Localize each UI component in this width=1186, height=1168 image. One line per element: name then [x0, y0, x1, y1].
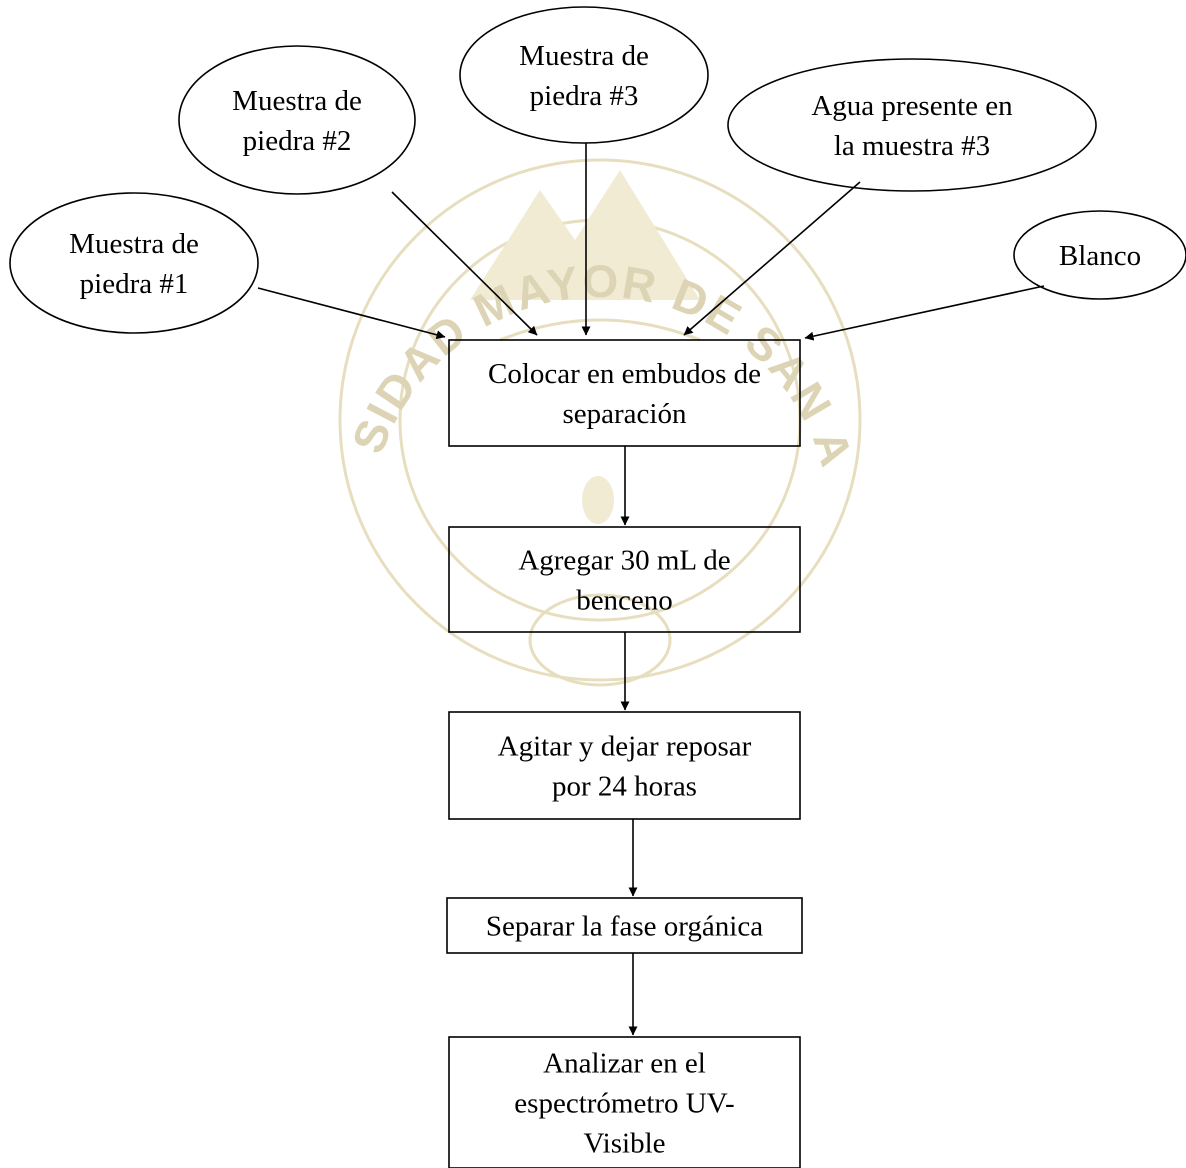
label-agregar-line-2: benceno [576, 585, 673, 617]
flowchart-edges [257, 143, 1045, 1036]
ellipse-m2 [178, 45, 416, 195]
arrow-blanco-colocar [804, 285, 1045, 341]
node-colocar: Colocar en embudos de separación [448, 339, 801, 447]
label-agua-line-2: la muestra #3 [834, 130, 990, 162]
arrow-agua-colocar [683, 181, 861, 336]
arrow-m1-colocar [257, 287, 446, 340]
label-analizar-line-2: espectrómetro UV- [514, 1088, 734, 1120]
label-separar-line-1: Separar la fase orgánica [486, 911, 763, 943]
label-analizar-line-3: Visible [583, 1128, 665, 1160]
label-analizar-line-1: Analizar en el [543, 1048, 706, 1080]
university-seal-watermark: UNIVERSIDAD MAYOR DE SAN ANDRÉS [0, 0, 862, 687]
box-analizar [448, 1036, 801, 1168]
label-m3-line-1: Muestra de [519, 40, 649, 72]
label-m3-line-2: piedra #3 [530, 80, 639, 112]
label-blanco-line-1: Blanco [1059, 240, 1141, 272]
label-m1-line-2: piedra #1 [80, 268, 189, 300]
node-agregar: Agregar 30 mL de benceno [448, 526, 801, 633]
label-colocar-line-2: separación [563, 398, 687, 430]
ellipse-agua [727, 58, 1097, 192]
node-agua: Agua presente en la muestra #3 [727, 58, 1097, 192]
label-m1-line-1: Muestra de [69, 228, 199, 260]
box-colocar [448, 339, 801, 447]
node-analizar: Analizar en el espectrómetro UV- Visible [448, 1036, 801, 1168]
node-m3: Muestra de piedra #3 [459, 6, 709, 144]
ellipse-m1 [9, 192, 259, 334]
box-agitar [448, 711, 801, 820]
label-agitar-line-2: por 24 horas [552, 771, 697, 803]
node-agitar: Agitar y dejar reposar por 24 horas [448, 711, 801, 820]
node-m2: Muestra de piedra #2 [178, 45, 416, 195]
ellipse-m3 [459, 6, 709, 144]
node-blanco: Blanco [1013, 210, 1186, 300]
label-m2-line-1: Muestra de [232, 85, 362, 117]
label-colocar-line-1: Colocar en embudos de [488, 358, 761, 390]
ellipse-blanco [1013, 210, 1186, 300]
box-agregar [448, 526, 801, 633]
label-agitar-line-1: Agitar y dejar reposar [498, 731, 752, 763]
label-agregar-line-1: Agregar 30 mL de [518, 545, 730, 577]
node-m1: Muestra de piedra #1 [9, 192, 259, 334]
label-m2-line-2: piedra #2 [243, 125, 352, 157]
node-separar: Separar la fase orgánica [446, 897, 803, 954]
label-agua-line-1: Agua presente en [811, 90, 1013, 122]
arrow-m2-colocar [391, 191, 538, 336]
box-separar [446, 897, 803, 954]
